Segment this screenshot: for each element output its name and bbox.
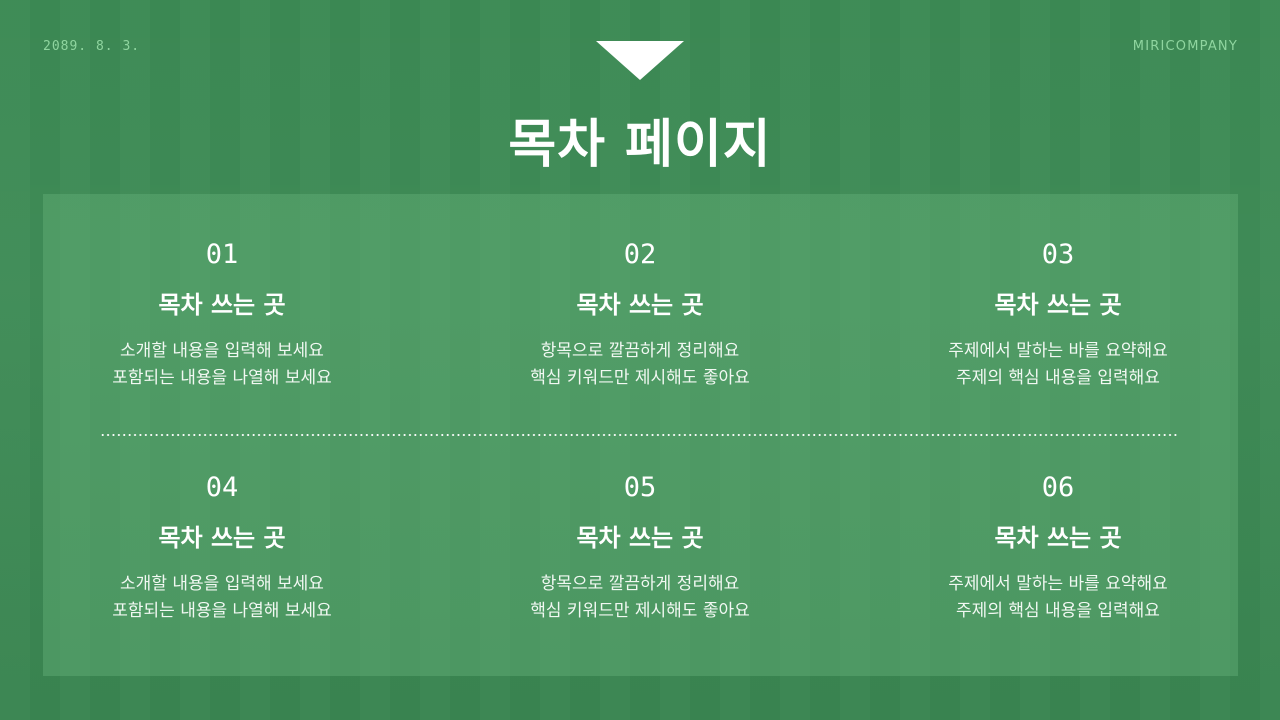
description-line: 주제에서 말하는 바를 요약해요 <box>948 341 1168 361</box>
description-line: 포함되는 내용을 나열해 보세요 <box>112 601 332 621</box>
toc-item-description: 주제에서 말하는 바를 요약해요 주제의 핵심 내용을 입력해요 <box>878 338 1238 392</box>
toc-item-04: 04 목차 쓰는 곳 소개할 내용을 입력해 보세요 포함되는 내용을 나열해 … <box>42 473 402 625</box>
toc-item-description: 항목으로 깔끔하게 정리해요 핵심 키워드만 제시해도 좋아요 <box>460 338 820 392</box>
toc-item-01: 01 목차 쓰는 곳 소개할 내용을 입력해 보세요 포함되는 내용을 나열해 … <box>42 240 402 392</box>
toc-item-number: 01 <box>205 239 239 270</box>
toc-item-description: 소개할 내용을 입력해 보세요 포함되는 내용을 나열해 보세요 <box>42 338 402 392</box>
dotted-divider <box>100 434 1178 436</box>
description-line: 소개할 내용을 입력해 보세요 <box>120 341 324 361</box>
description-line: 주제에서 말하는 바를 요약해요 <box>948 574 1168 594</box>
description-line: 포함되는 내용을 나열해 보세요 <box>112 368 332 388</box>
toc-item-06: 06 목차 쓰는 곳 주제에서 말하는 바를 요약해요 주제의 핵심 내용을 입… <box>878 473 1238 625</box>
toc-item-heading: 목차 쓰는 곳 <box>994 524 1122 552</box>
page-title: 목차 페이지 <box>508 115 772 175</box>
description-line: 핵심 키워드만 제시해도 좋아요 <box>530 368 750 388</box>
toc-item-heading: 목차 쓰는 곳 <box>158 291 286 319</box>
description-line: 항목으로 깔끔하게 정리해요 <box>540 341 740 361</box>
toc-item-05: 05 목차 쓰는 곳 항목으로 깔끔하게 정리해요 핵심 키워드만 제시해도 좋… <box>460 473 820 625</box>
description-line: 주제의 핵심 내용을 입력해요 <box>956 368 1160 388</box>
date-label: 2089. 8. 3. <box>43 39 141 54</box>
toc-item-heading: 목차 쓰는 곳 <box>576 291 704 319</box>
toc-item-number: 06 <box>1041 472 1075 503</box>
description-line: 핵심 키워드만 제시해도 좋아요 <box>530 601 750 621</box>
description-line: 소개할 내용을 입력해 보세요 <box>120 574 324 594</box>
toc-item-number: 04 <box>205 472 239 503</box>
toc-item-heading: 목차 쓰는 곳 <box>994 291 1122 319</box>
company-name: MIRICOMPANY <box>1132 39 1238 54</box>
toc-item-03: 03 목차 쓰는 곳 주제에서 말하는 바를 요약해요 주제의 핵심 내용을 입… <box>878 240 1238 392</box>
toc-item-description: 항목으로 깔끔하게 정리해요 핵심 키워드만 제시해도 좋아요 <box>460 571 820 625</box>
toc-item-number: 05 <box>623 472 657 503</box>
toc-item-number: 02 <box>623 239 657 270</box>
description-line: 항목으로 깔끔하게 정리해요 <box>540 574 740 594</box>
toc-item-number: 03 <box>1041 239 1075 270</box>
toc-item-heading: 목차 쓰는 곳 <box>576 524 704 552</box>
toc-item-heading: 목차 쓰는 곳 <box>158 524 286 552</box>
toc-item-02: 02 목차 쓰는 곳 항목으로 깔끔하게 정리해요 핵심 키워드만 제시해도 좋… <box>460 240 820 392</box>
triangle-down-icon <box>596 41 684 80</box>
toc-item-description: 소개할 내용을 입력해 보세요 포함되는 내용을 나열해 보세요 <box>42 571 402 625</box>
description-line: 주제의 핵심 내용을 입력해요 <box>956 601 1160 621</box>
toc-item-description: 주제에서 말하는 바를 요약해요 주제의 핵심 내용을 입력해요 <box>878 571 1238 625</box>
